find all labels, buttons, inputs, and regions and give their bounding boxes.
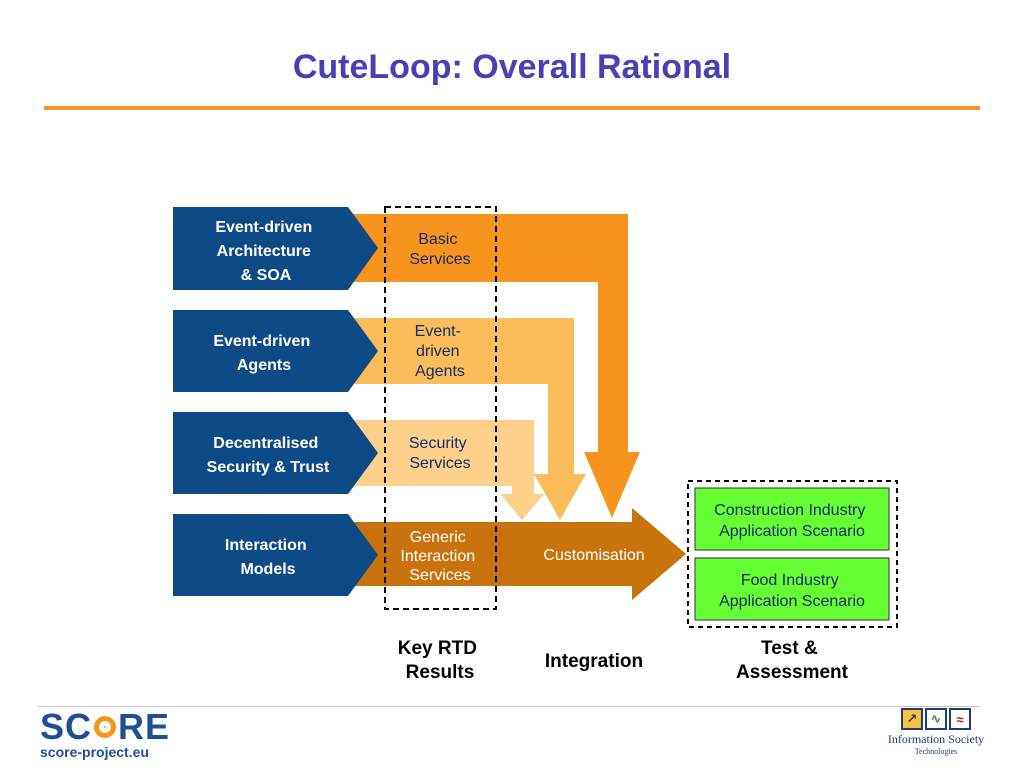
arrow-customisation (340, 508, 686, 600)
customisation-label: Customisation (543, 547, 644, 564)
arrow-security-services (340, 420, 544, 520)
test-assessment-frame (687, 480, 898, 628)
title-underline (44, 106, 980, 110)
arrow-tile-icon: ↗ (901, 708, 923, 730)
score-url: score-project.eu (40, 744, 149, 760)
slide-title: CuteLoop: Overall Rational (292, 48, 732, 86)
left-box-label: Interaction Models (225, 537, 311, 578)
scenario-label: Construction Industry Application Scenar… (714, 502, 870, 540)
left-box-interaction-models: Interaction Models (173, 514, 378, 596)
center-label-event-driven-agents: Event- driven Agents (415, 323, 466, 380)
is-logo-title: Information Society (887, 732, 985, 746)
left-box-decentralised-security: Decentralised Security & Trust (173, 412, 378, 494)
zigzag-tile-icon: ≈ (949, 708, 971, 730)
is-logo-tiles: ↗ ∿ ≈ (880, 708, 992, 730)
left-box-label: Event-driven Architecture & SOA (215, 219, 316, 284)
center-label-basic-services: Basic Services (409, 231, 470, 268)
is-logo-subtitle: Technologies (914, 747, 958, 756)
scenario-food-industry: Food Industry Application Scenario (694, 557, 890, 621)
score-o-icon (94, 716, 117, 738)
left-box-label: Decentralised Security & Trust (207, 435, 330, 476)
test-assessment-label: Test & Assessment (736, 638, 849, 683)
scenario-construction-industry: Construction Industry Application Scenar… (694, 487, 890, 551)
wave-tile-icon: ∿ (925, 708, 947, 730)
footer-divider (38, 706, 980, 707)
integration-label: Integration (545, 651, 643, 672)
information-society-logo: ↗ ∿ ≈ Information Society Technologies (880, 708, 992, 756)
center-label-security-services: Security Services (409, 435, 471, 472)
key-rtd-results-label: Key RTD Results (398, 638, 482, 683)
left-box-event-driven-architecture: Event-driven Architecture & SOA (173, 207, 378, 290)
arrow-event-driven-agents (340, 318, 586, 520)
left-box-label: Event-driven Agents (213, 333, 314, 374)
center-label-generic-interaction: Generic Interaction Services (400, 529, 479, 584)
left-box-event-driven-agents: Event-driven Agents (173, 310, 378, 392)
key-rtd-results-frame (384, 206, 497, 610)
scenario-label: Food Industry Application Scenario (719, 572, 865, 610)
